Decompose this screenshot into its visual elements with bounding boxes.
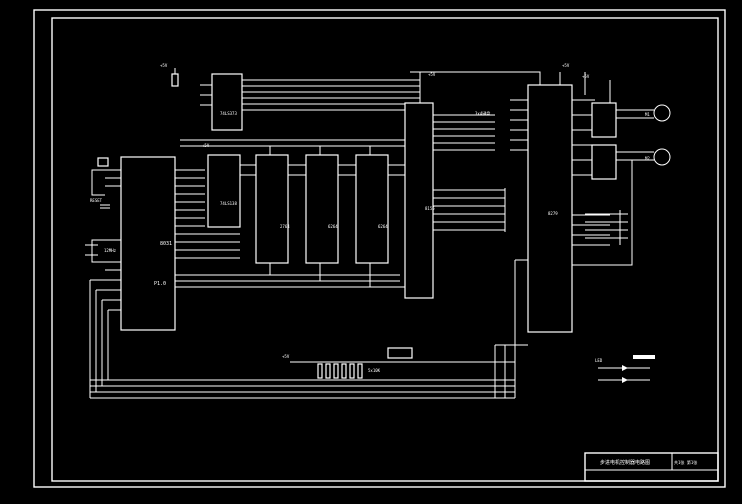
- vcc-label-1: +5V: [160, 63, 168, 68]
- vcc-label-6: +5V: [282, 354, 290, 359]
- driver-chip-1: [591, 102, 617, 138]
- memory-bus-wires: [175, 139, 420, 288]
- ram1-label: 6264: [328, 224, 338, 229]
- io-chip-8155: [404, 102, 434, 299]
- kd-wires: [510, 72, 633, 266]
- led-circuit: [598, 365, 650, 383]
- motor-1-icon: [653, 104, 671, 122]
- cpu-chip: [120, 156, 176, 331]
- decoder-label: 74LS138: [220, 201, 237, 206]
- led-bank: [585, 210, 628, 245]
- motor-1-label: M1: [645, 112, 650, 117]
- latch-chip: [211, 73, 243, 131]
- eprom-label: 2764: [280, 224, 290, 229]
- led-label: LED: [595, 358, 603, 363]
- keyboard-display-chip: [527, 84, 573, 333]
- reset-label: RESET: [90, 198, 103, 203]
- resistor-bank-label: 5x10K: [368, 368, 381, 373]
- ram-chip-2: [355, 154, 389, 264]
- driver-chip-2: [591, 144, 617, 180]
- title-text: 步进电机控制器电路图: [600, 459, 650, 466]
- reset-circuit: [85, 157, 110, 263]
- kd-label: 8279: [548, 211, 558, 216]
- cpu-label: 8031: [160, 241, 172, 247]
- decoder-chip: [207, 154, 241, 228]
- vcc-label-4: +5V: [562, 63, 570, 68]
- title-block: [584, 452, 719, 482]
- io-wires: [410, 71, 541, 232]
- led-bar: [633, 355, 655, 359]
- ram2-label: 6264: [378, 224, 388, 229]
- inner-frame: [51, 17, 719, 482]
- bottom-bus: [89, 259, 528, 399]
- io-label: 8155: [425, 206, 435, 211]
- motor-2-icon: [653, 148, 671, 166]
- outer-frame: [33, 9, 726, 488]
- latch-label: 74LS373: [220, 111, 237, 116]
- motor-2-label: M2: [645, 156, 650, 161]
- keypad-label: 3x4键盘: [475, 110, 490, 116]
- latch-wires: [171, 68, 420, 111]
- crystal-label: 12MHz: [104, 248, 117, 253]
- resistor-bank: [317, 347, 413, 379]
- eprom-chip: [255, 154, 289, 264]
- cpu-sub-label: P1.0: [154, 281, 166, 287]
- vcc-label-5: +5V: [582, 74, 590, 79]
- ram-chip-1: [305, 154, 339, 264]
- vcc-label-3: +5V: [428, 72, 436, 77]
- motor-wires: [609, 80, 654, 161]
- sheet-text: 共1张 第1张: [674, 459, 697, 465]
- cpu-pins: [105, 169, 240, 271]
